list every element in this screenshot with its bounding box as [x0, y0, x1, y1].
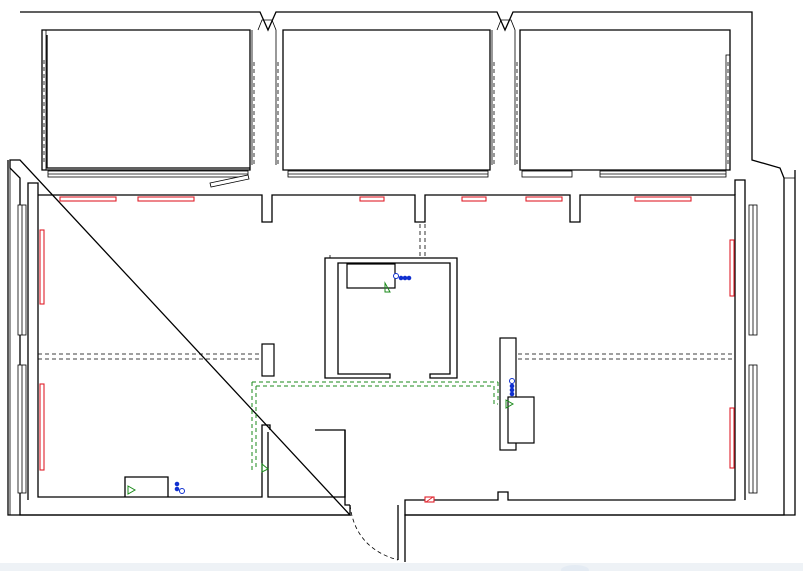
- green-triangle-marker-right: [505, 399, 515, 409]
- radiators: [39, 196, 735, 503]
- footer-strip: [0, 563, 803, 571]
- outlets: [174, 273, 515, 494]
- green-triangle-marker-left: [127, 485, 137, 495]
- outer-walls: [7, 11, 796, 562]
- interior-walls: [17, 179, 758, 506]
- pipe-route: [127, 281, 515, 495]
- outlet-icon: [393, 273, 399, 279]
- green-triangle-marker-core: [384, 281, 391, 293]
- footer-shadow: [561, 565, 589, 571]
- facade-windows-top: [47, 170, 727, 188]
- top-bays: [41, 19, 731, 171]
- central-core: [324, 224, 458, 379]
- left-room-niche: [124, 476, 169, 497]
- dashed-partitions: [38, 353, 735, 360]
- right-partition: [499, 337, 535, 451]
- left-column: [261, 343, 275, 377]
- green-triangle-marker-pipe: [261, 462, 269, 473]
- door-swing-symbol: [349, 504, 399, 561]
